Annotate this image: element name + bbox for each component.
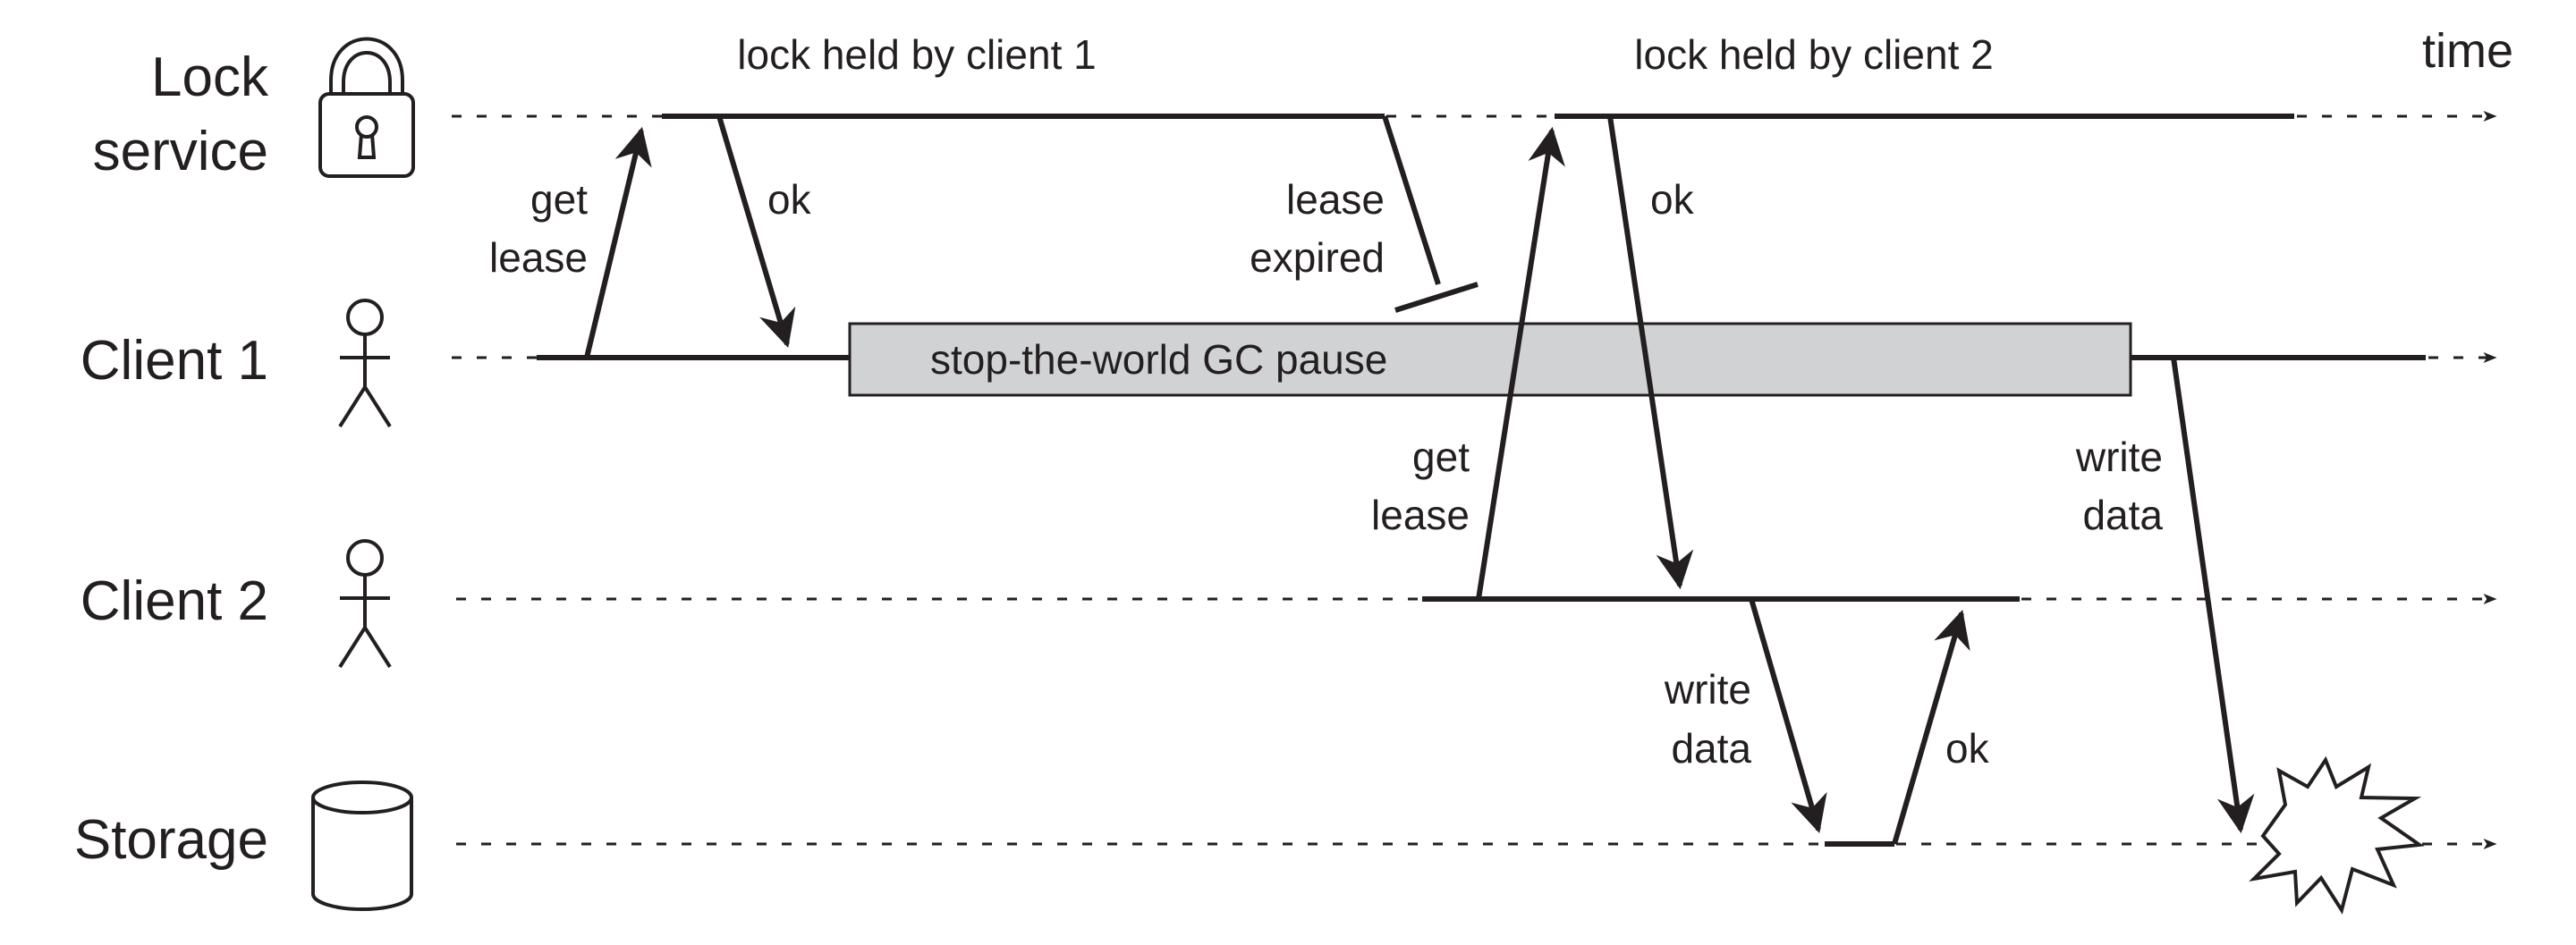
padlock-icon — [318, 37, 415, 178]
label-client2-ok: ok — [1650, 176, 1695, 223]
person-icon — [338, 299, 392, 428]
explosion-burst-icon — [2249, 755, 2425, 915]
arrow-lease-expired — [1382, 115, 1441, 285]
period-label-client1: lock held by client 1 — [737, 31, 1096, 78]
arrow-storage-ok — [1892, 609, 1970, 845]
time-label: time — [2422, 24, 2513, 78]
lane-label-lock-service-line2: service — [93, 121, 268, 182]
label-client2-write-data-line2: data — [1671, 725, 1751, 772]
lane-label-client1: Client 1 — [80, 330, 268, 392]
gc-pause-box — [848, 322, 2132, 397]
database-cylinder-icon — [311, 780, 413, 911]
label-client1-get-lease-line2: lease — [489, 234, 588, 281]
label-client2-write-data-line1: write — [1664, 666, 1751, 713]
label-client1-write-data-line2: data — [2082, 492, 2163, 538]
label-client1-get-lease-line1: get — [530, 176, 588, 223]
label-client1-ok: ok — [767, 176, 812, 223]
lane-label-lock-service-line1: Lock — [151, 46, 269, 108]
period-label-client2: lock held by client 2 — [1634, 31, 1993, 78]
label-client1-write-data-line1: write — [2075, 434, 2163, 480]
lost-message-cross-icon — [1394, 282, 1479, 313]
person-icon — [338, 539, 392, 669]
label-storage-ok: ok — [1945, 725, 1990, 772]
arrow-client2-write-data — [1749, 598, 1827, 834]
lane-label-storage: Storage — [74, 809, 268, 871]
lane-label-client2: Client 2 — [80, 570, 268, 632]
label-lease-expired-line1: lease — [1286, 176, 1385, 223]
arrow-client1-ok — [716, 115, 796, 349]
label-lease-expired-line2: expired — [1250, 234, 1385, 281]
label-client2-get-lease-line1: get — [1412, 434, 1470, 480]
gc-pause-label: stop-the-world GC pause — [930, 336, 1387, 383]
arrow-client2-ok — [1607, 115, 1694, 590]
arrow-client1-write-data — [2171, 357, 2255, 834]
label-client2-get-lease-line2: lease — [1371, 492, 1470, 538]
arrow-client2-get-lease — [1476, 126, 1565, 600]
arrow-client1-get-lease — [584, 126, 652, 359]
